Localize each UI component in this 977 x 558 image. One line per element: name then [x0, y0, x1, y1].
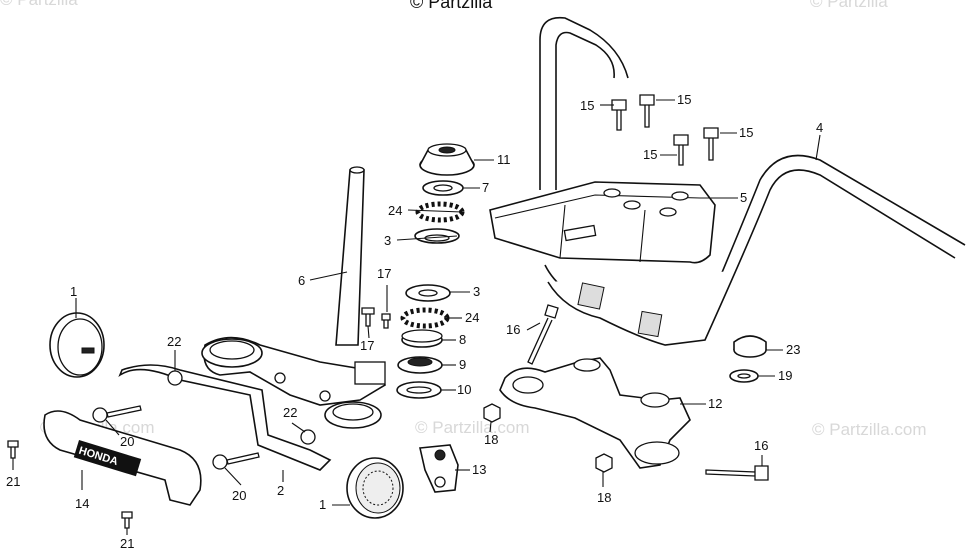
copyright-watermark: © Partzilla	[410, 0, 493, 12]
bolt-16[interactable]	[527, 304, 769, 481]
washer-7[interactable]	[422, 180, 464, 196]
race-3-top[interactable]	[414, 228, 460, 244]
callout-15: 15	[580, 98, 594, 113]
watermark: © Partzilla	[810, 0, 888, 11]
callout-24: 24	[388, 203, 402, 218]
callout-20: 20	[120, 434, 134, 449]
handlebar-upper-holder[interactable]	[489, 181, 716, 264]
callout-15: 15	[677, 92, 691, 107]
callout-12: 12	[708, 396, 722, 411]
callout-7: 7	[482, 180, 489, 195]
callout-9: 9	[459, 357, 466, 372]
callout-17: 17	[360, 338, 374, 353]
race-8[interactable]	[401, 329, 443, 348]
watermark: © Partzilla.com	[812, 420, 927, 439]
callout-16: 16	[754, 438, 768, 453]
fork-bottom-bridge[interactable]	[201, 336, 386, 429]
steering-lock-13[interactable]	[419, 444, 459, 493]
reflector-bottom[interactable]	[346, 457, 404, 519]
callout-1: 1	[70, 284, 77, 299]
callout-3: 3	[384, 233, 391, 248]
callout-17: 17	[377, 266, 391, 281]
callout-1: 1	[319, 497, 326, 512]
callout-19: 19	[778, 368, 792, 383]
callout-6: 6	[298, 273, 305, 288]
reflector-top[interactable]	[49, 312, 105, 378]
callout-3: 3	[473, 284, 480, 299]
cap-23[interactable]	[733, 335, 767, 358]
callout-22: 22	[167, 334, 181, 349]
callout-14: 14	[75, 496, 89, 511]
callout-10: 10	[457, 382, 471, 397]
nut-22[interactable]	[167, 370, 316, 445]
callout-11: 11	[497, 152, 511, 167]
callout-labels: 1 1 2 3 3 4 5 6 7 8 9 10 11 12 13 14 15 …	[6, 92, 823, 551]
watermark: © Partzilla.com	[415, 418, 530, 437]
emblem-plate-14[interactable]: HONDA	[43, 410, 202, 506]
watermark: © Partzilla	[0, 0, 78, 10]
race-3-bottom[interactable]	[405, 284, 451, 302]
callout-21: 21	[6, 474, 20, 489]
steering-stem-nut[interactable]	[419, 143, 475, 176]
callout-15: 15	[739, 125, 753, 140]
callout-13: 13	[472, 462, 486, 477]
callout-2: 2	[277, 483, 284, 498]
callout-23: 23	[786, 342, 800, 357]
callout-16: 16	[506, 322, 520, 337]
callout-21: 21	[120, 536, 134, 551]
washer-19[interactable]	[729, 369, 759, 383]
handlebar-part[interactable]	[539, 16, 966, 346]
callout-24: 24	[465, 310, 479, 325]
nut-18[interactable]	[483, 403, 613, 473]
callout-18: 18	[484, 432, 498, 447]
dust-seal-9[interactable]	[397, 356, 443, 374]
callout-8: 8	[459, 332, 466, 347]
steering-stem[interactable]	[335, 166, 365, 346]
callout-20: 20	[232, 488, 246, 503]
bolt-20[interactable]	[92, 405, 260, 470]
callout-22: 22	[283, 405, 297, 420]
callout-5: 5	[740, 190, 747, 205]
emblem-stay-2[interactable]	[118, 364, 332, 471]
callout-15: 15	[643, 147, 657, 162]
callout-18: 18	[597, 490, 611, 505]
leader-lines	[12, 99, 821, 535]
washer-10[interactable]	[396, 381, 442, 399]
bolt-15[interactable]	[611, 94, 719, 166]
steel-ball-24-bottom[interactable]	[400, 307, 450, 329]
callout-4: 4	[816, 120, 823, 135]
handlebar-lower-holder[interactable]	[499, 357, 691, 469]
screw-17[interactable]	[361, 307, 391, 329]
